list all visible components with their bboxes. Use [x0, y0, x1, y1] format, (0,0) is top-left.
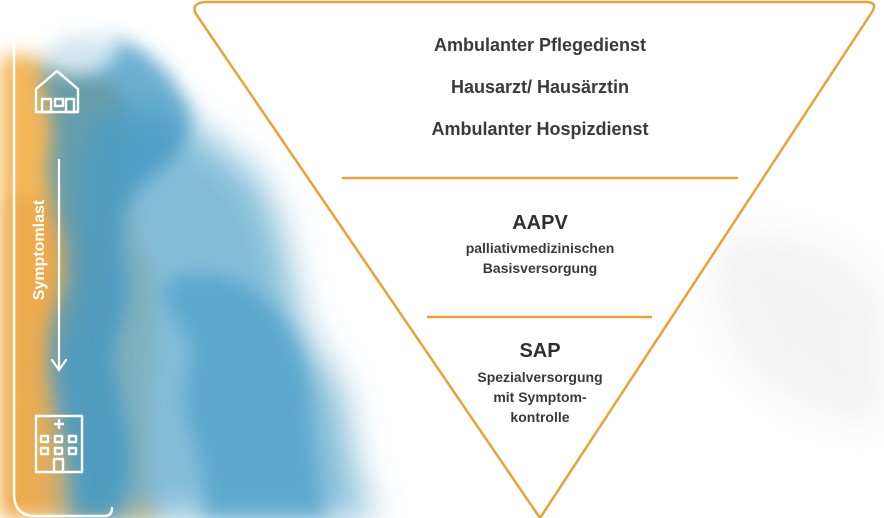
tier-bottom-title: SAP	[519, 340, 561, 362]
house-icon	[34, 69, 80, 114]
tier-middle-line-1: palliativmedizinischen	[465, 240, 615, 256]
tier-middle-line-2: Basisversorgung	[482, 260, 598, 276]
arrow-down-icon	[50, 158, 68, 372]
tier-top-item-1: Ambulanter Pflegedienst	[433, 35, 647, 55]
hospital-icon	[34, 414, 84, 474]
tier-top-item-3: Ambulanter Hospizdienst	[431, 119, 649, 139]
care-triangle	[193, 0, 876, 518]
tier-middle-title: AAPV	[512, 212, 568, 234]
tier-bottom-description: Spezialversorgung mit Symptom- kontrolle	[477, 367, 602, 427]
tier-bottom-line-3: kontrolle	[510, 409, 570, 425]
tier-top-item-2: Hausarzt/ Hausärztin	[450, 77, 630, 97]
tier-middle-description: palliativmedizinischen Basisversorgung	[466, 238, 615, 278]
tier-bottom-line-1: Spezialversorgung	[477, 369, 603, 385]
tier-bottom-line-2: mit Symptom-	[493, 389, 587, 405]
symptom-load-sidebar	[12, 20, 46, 32]
symptom-load-label: Symptomlast	[31, 199, 48, 301]
